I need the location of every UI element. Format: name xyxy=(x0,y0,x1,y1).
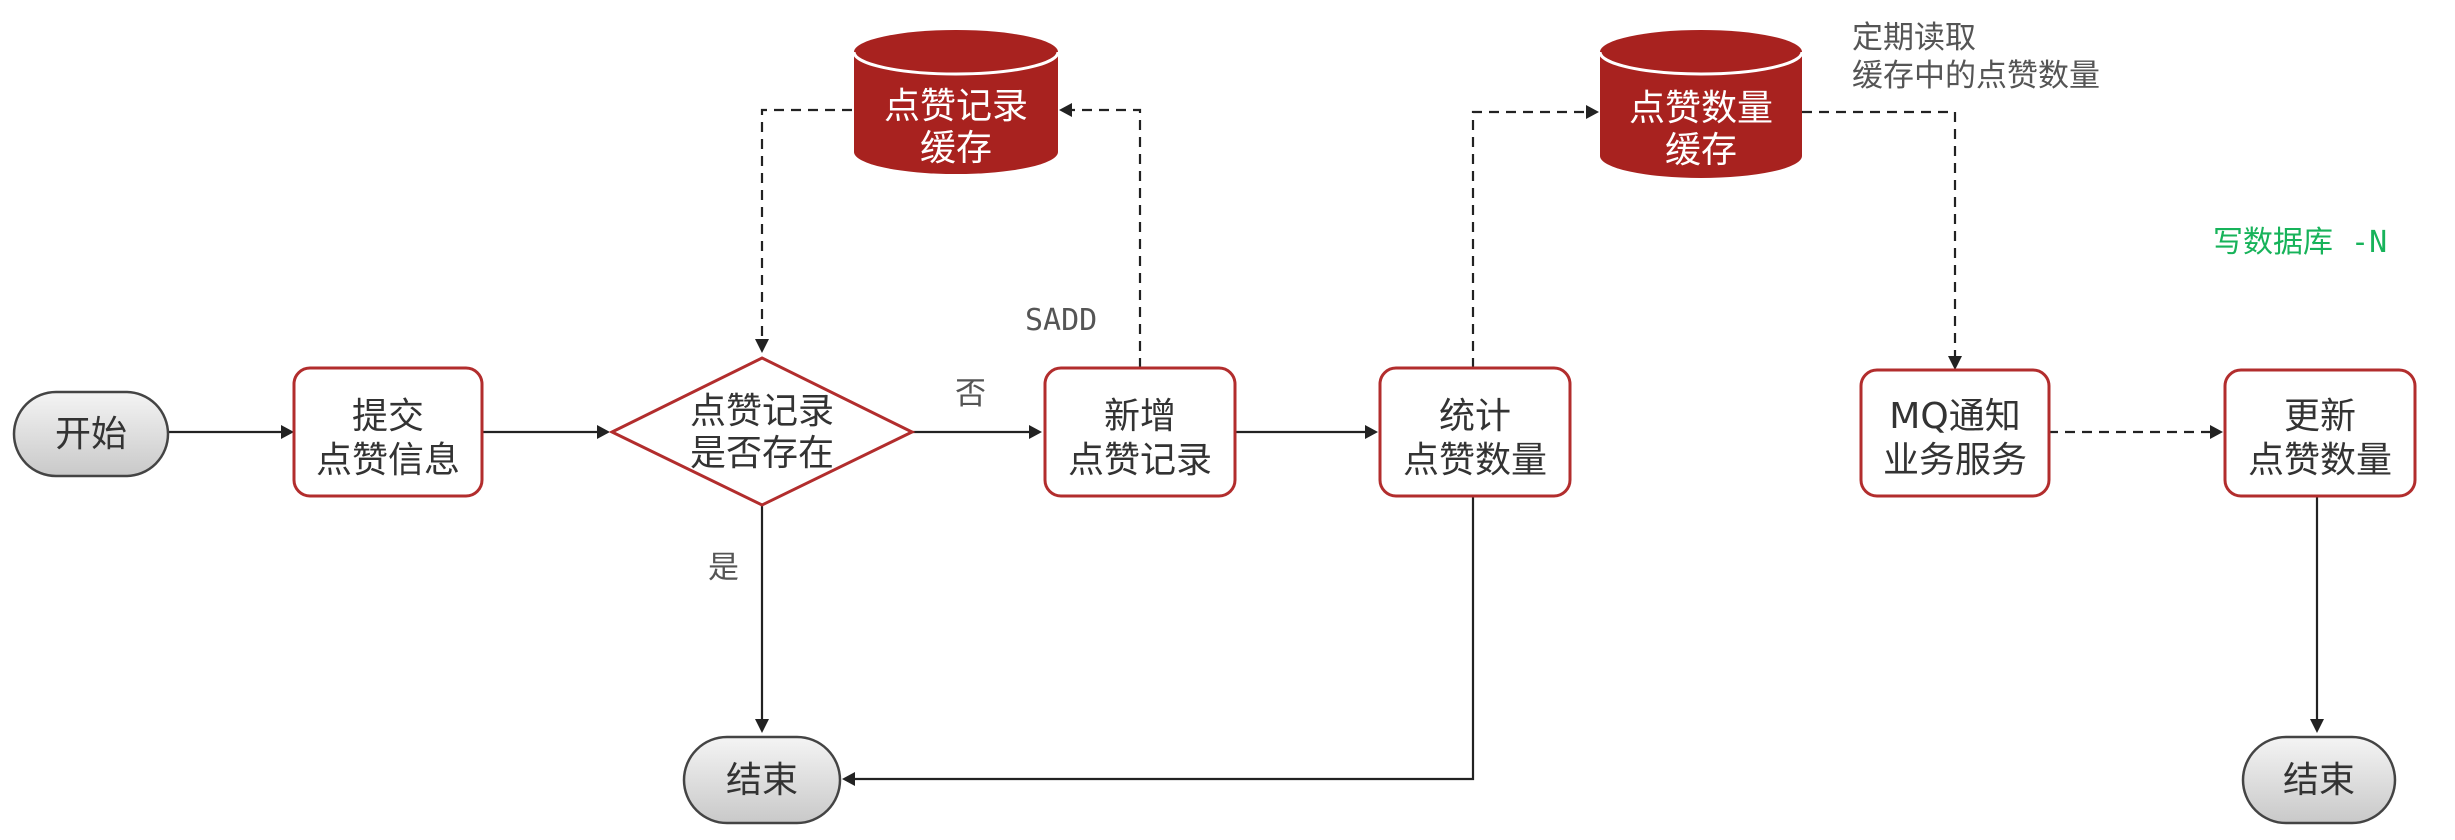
check-line-2: 是否存在 xyxy=(690,433,834,474)
add-line-1: 新增 xyxy=(1104,396,1176,437)
add-node: 新增 点赞记录 xyxy=(1043,366,1237,498)
mq-line-1: MQ通知 xyxy=(1889,396,2020,437)
arrowhead xyxy=(2310,719,2324,733)
arrowhead xyxy=(597,425,610,439)
periodic-read-line-2: 缓存中的点赞数量 xyxy=(1852,58,2100,94)
update-node: 更新 点赞数量 xyxy=(2223,368,2417,498)
edges xyxy=(168,103,2324,786)
arrowhead xyxy=(1059,103,1072,117)
yes-label: 是 xyxy=(708,550,739,586)
check-decision: 点赞记录 是否存在 xyxy=(608,356,916,507)
mq-node: MQ通知 业务服务 xyxy=(1859,368,2051,498)
edge-cache-check xyxy=(760,108,852,340)
no-label: 否 xyxy=(955,376,986,412)
submit-line-1: 提交 xyxy=(352,396,424,437)
submit-line-2: 点赞信息 xyxy=(316,440,460,481)
end-label-2: 结束 xyxy=(2283,760,2355,801)
check-line-1: 点赞记录 xyxy=(690,391,834,432)
sadd-label: SADD xyxy=(1025,303,1097,338)
count-cache-line-1: 点赞数量 xyxy=(1629,88,1773,129)
arrowhead xyxy=(842,772,855,786)
mq-line-2: 业务服务 xyxy=(1883,440,2027,481)
end-label-1: 结束 xyxy=(726,760,798,801)
count-line-1: 统计 xyxy=(1439,396,1511,437)
arrowhead xyxy=(1586,105,1599,119)
arrowhead xyxy=(281,425,294,439)
end-node-1: 结束 xyxy=(682,735,842,825)
record-cache-database: 点赞记录 缓存 xyxy=(852,30,1060,174)
update-line-1: 更新 xyxy=(2284,396,2356,437)
count-line-2: 点赞数量 xyxy=(1403,440,1547,481)
edge-cache-mq xyxy=(1802,110,1957,357)
arrowhead xyxy=(2210,425,2223,439)
periodic-read-line-1: 定期读取 xyxy=(1852,20,1976,56)
start-node: 开始 xyxy=(12,390,170,478)
arrowhead xyxy=(1365,425,1378,439)
submit-node: 提交 点赞信息 xyxy=(292,366,484,498)
arrowhead xyxy=(755,719,769,733)
update-line-2: 点赞数量 xyxy=(2248,440,2392,481)
count-cache-database: 点赞数量 缓存 xyxy=(1598,30,1804,178)
arrowhead xyxy=(755,339,769,353)
edge-count-end xyxy=(855,496,1475,781)
count-node: 统计 点赞数量 xyxy=(1378,366,1572,498)
edge-count-cache xyxy=(1471,110,1586,368)
arrowhead xyxy=(1029,425,1042,439)
add-line-2: 点赞记录 xyxy=(1068,440,1212,481)
write-db-note: 写数据库 -N xyxy=(2213,225,2387,260)
record-cache-line-2: 缓存 xyxy=(920,128,992,169)
arrowhead xyxy=(1948,356,1962,370)
edge-add-cache xyxy=(1072,108,1142,368)
start-label: 开始 xyxy=(55,414,127,455)
record-cache-line-1: 点赞记录 xyxy=(884,86,1028,127)
count-cache-line-2: 缓存 xyxy=(1665,130,1737,171)
end-node-2: 结束 xyxy=(2241,735,2397,825)
